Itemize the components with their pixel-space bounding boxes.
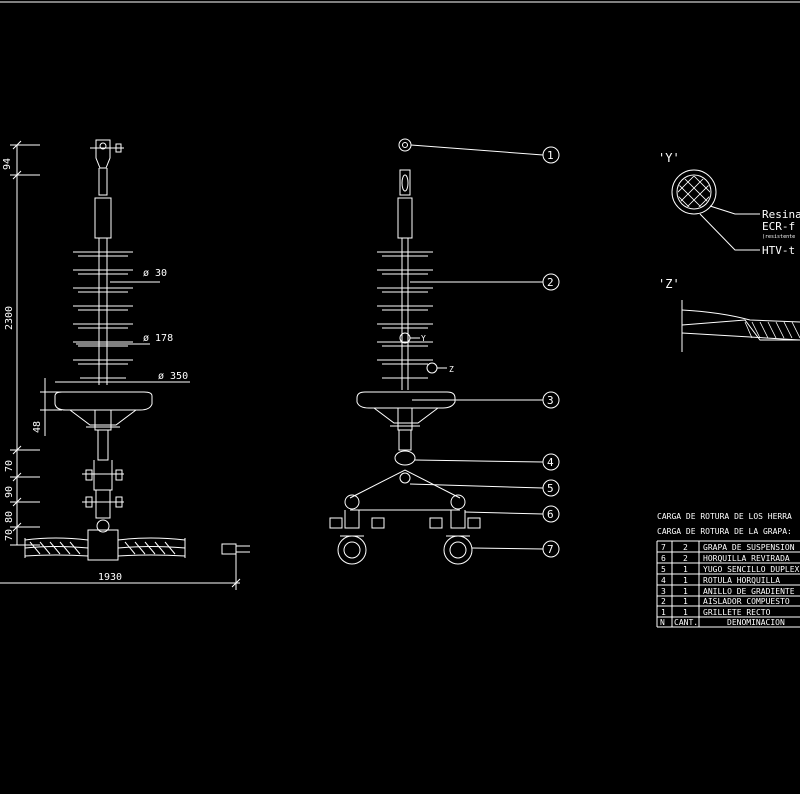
section-mark-z: Z	[449, 365, 454, 374]
bom-row-4-denom: ROTULA HORQUILLA	[703, 576, 780, 585]
dim-70-lower: 70	[4, 529, 15, 541]
insulator-sheds-left	[73, 251, 133, 379]
balloon-7	[542, 540, 560, 558]
bom-row-2-n: 6	[661, 554, 666, 563]
bom-row-2-cant: 2	[683, 554, 688, 563]
upper-end-fitting	[94, 197, 112, 239]
bom-row-7-cant: 1	[683, 608, 688, 617]
bom-table: CARGA DE ROTURA DE LOS HERRA CARGA DE RO…	[656, 512, 800, 628]
left-assembly-view: 94 2300 48 70 90 80 70 ø 30	[0, 139, 250, 590]
balloon-3	[542, 391, 560, 409]
bom-row-5-n: 3	[661, 587, 666, 596]
detail-y-label-2: ECR-f	[762, 220, 795, 233]
bom-row-4-cant: 1	[683, 576, 688, 585]
detail-y-label-1: Resina	[762, 208, 800, 221]
bom-row-4-n: 4	[661, 576, 666, 585]
clamp-pin-left	[96, 519, 110, 533]
top-clevis	[95, 139, 111, 169]
detail-y-label-3: (resistente	[762, 234, 795, 240]
bom-row-7-n: 1	[661, 608, 666, 617]
balloon-3-label: 3	[547, 394, 554, 407]
bom-row-1-n: 7	[661, 543, 666, 552]
item-balloons: 1 2 3 4 5 6 7	[409, 144, 560, 558]
bom-header-n: N	[660, 618, 665, 627]
balloon-1-label: 1	[547, 149, 554, 162]
detail-y-title: 'Y'	[658, 151, 680, 165]
bom-row-1-denom: GRAPA DE SUSPENSION	[703, 543, 795, 552]
phi-350-label: ø 350	[158, 371, 188, 382]
conductor-cable-left	[24, 537, 186, 558]
bom-row-1-cant: 2	[683, 543, 688, 552]
bom-row-5-cant: 1	[683, 587, 688, 596]
bom-header-cant: CANT.	[674, 618, 698, 627]
balloon-5-label: 5	[547, 482, 554, 495]
balloon-2	[542, 273, 560, 291]
dim-1930: 1930	[98, 572, 122, 583]
clamp-wheel-left	[337, 535, 367, 565]
insulator-sheds-center	[377, 251, 433, 379]
grading-ring-center	[356, 391, 456, 409]
phi-178-label: ø 178	[143, 333, 173, 344]
shackle-link	[399, 169, 411, 196]
yoke-plate	[349, 469, 461, 499]
phi-30-label: ø 30	[143, 268, 167, 279]
bom-row-6-denom: AISLADOR COMPUESTO	[703, 597, 790, 606]
dim-94: 94	[2, 158, 13, 170]
bom-row-7-denom: GRILLETE RECTO	[703, 608, 771, 617]
bom-row-5-denom: ANILLO DE GRADIENTE	[703, 587, 795, 596]
dim-70-upper: 70	[4, 460, 15, 472]
shackle-eye	[398, 138, 412, 152]
balloon-5	[542, 479, 560, 497]
dim-2300: 2300	[4, 306, 15, 330]
center-end-fitting	[397, 197, 413, 239]
detail-z-title: 'Z'	[658, 277, 680, 291]
bom-row-3-denom: YUGO SENCILLO DUPLEX	[703, 565, 800, 574]
suspension-clamp-left	[87, 529, 119, 561]
bom-row-3-n: 5	[661, 565, 666, 574]
balloon-7-label: 7	[547, 543, 554, 556]
bom-row-2-denom: HORQUILLA REVIRADA	[703, 554, 790, 563]
clamp-wheel-right	[443, 535, 473, 565]
dim-90: 90	[4, 486, 15, 498]
socket-clevis	[394, 450, 416, 466]
detail-y-outer-circle	[671, 169, 717, 215]
bom-row-6-n: 2	[661, 597, 666, 606]
balloon-1	[542, 146, 560, 164]
balloon-6-label: 6	[547, 508, 554, 521]
bom-header-denom: DENOMINACION	[727, 618, 785, 627]
detail-y: 'Y' Resina ECR-f (resistente HTV-t	[658, 151, 800, 257]
dim-80: 80	[4, 511, 15, 523]
center-assembly-view: Y Z	[329, 138, 481, 565]
balloon-6	[542, 505, 560, 523]
bom-title-1: CARGA DE ROTURA DE LOS HERRA	[657, 512, 792, 521]
detail-y-label-4: HTV-t	[762, 244, 795, 257]
balloon-4-label: 4	[547, 456, 554, 469]
bom-title-2: CARGA DE ROTURA DE LA GRAPA:	[657, 527, 792, 536]
grading-ring-left	[54, 391, 153, 411]
detail-z: 'Z'	[658, 277, 800, 352]
bom-row-6-cant: 1	[683, 597, 688, 606]
bom-row-3-cant: 1	[683, 565, 688, 574]
section-mark-y: Y	[421, 334, 426, 343]
balloon-2-label: 2	[547, 276, 554, 289]
dim-48: 48	[32, 421, 43, 433]
balloon-4	[542, 453, 560, 471]
